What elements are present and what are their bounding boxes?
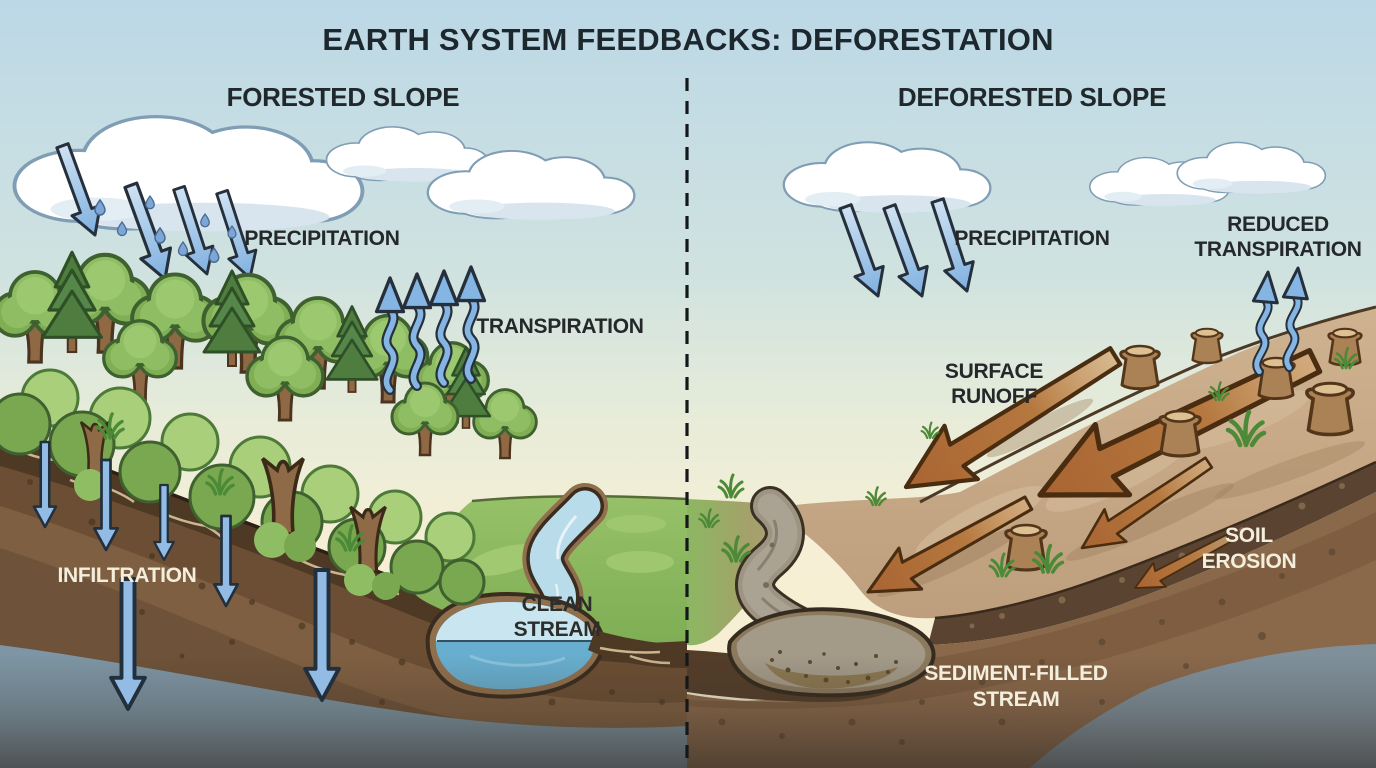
label-reduced-transpiration: REDUCED TRANSPIRATION	[1194, 213, 1362, 261]
page-title: EARTH SYSTEM FEEDBACKS: DEFORESTATION	[322, 22, 1053, 57]
svg-text:STREAM: STREAM	[514, 618, 601, 641]
svg-text:SURFACE: SURFACE	[945, 360, 1044, 383]
erosion-topsoil-band	[928, 462, 1376, 645]
label-soil-erosion: SOIL EROSION	[1202, 524, 1297, 573]
svg-text:RUNOFF: RUNOFF	[951, 385, 1037, 408]
label-precipitation-left: PRECIPITATION	[244, 227, 399, 250]
svg-text:STREAM: STREAM	[973, 688, 1060, 711]
label-transpiration: TRANSPIRATION	[476, 315, 643, 338]
left-panel-heading: FORESTED SLOPE	[227, 82, 460, 112]
svg-text:SOIL: SOIL	[1225, 524, 1273, 547]
label-precipitation-right: PRECIPITATION	[954, 227, 1109, 250]
label-surface-runoff: SURFACE RUNOFF	[945, 360, 1044, 408]
right-panel-heading: DEFORESTED SLOPE	[898, 82, 1166, 112]
svg-text:SEDIMENT-FILLED: SEDIMENT-FILLED	[924, 662, 1107, 685]
label-clean-stream: CLEAN STREAM	[514, 593, 601, 641]
label-sediment-filled-stream: SEDIMENT-FILLED STREAM	[924, 662, 1108, 711]
svg-text:REDUCED: REDUCED	[1227, 213, 1329, 236]
svg-text:TRANSPIRATION: TRANSPIRATION	[1194, 238, 1361, 261]
svg-text:CLEAN: CLEAN	[522, 593, 593, 616]
label-infiltration: INFILTRATION	[57, 564, 196, 587]
svg-text:EROSION: EROSION	[1202, 550, 1297, 573]
